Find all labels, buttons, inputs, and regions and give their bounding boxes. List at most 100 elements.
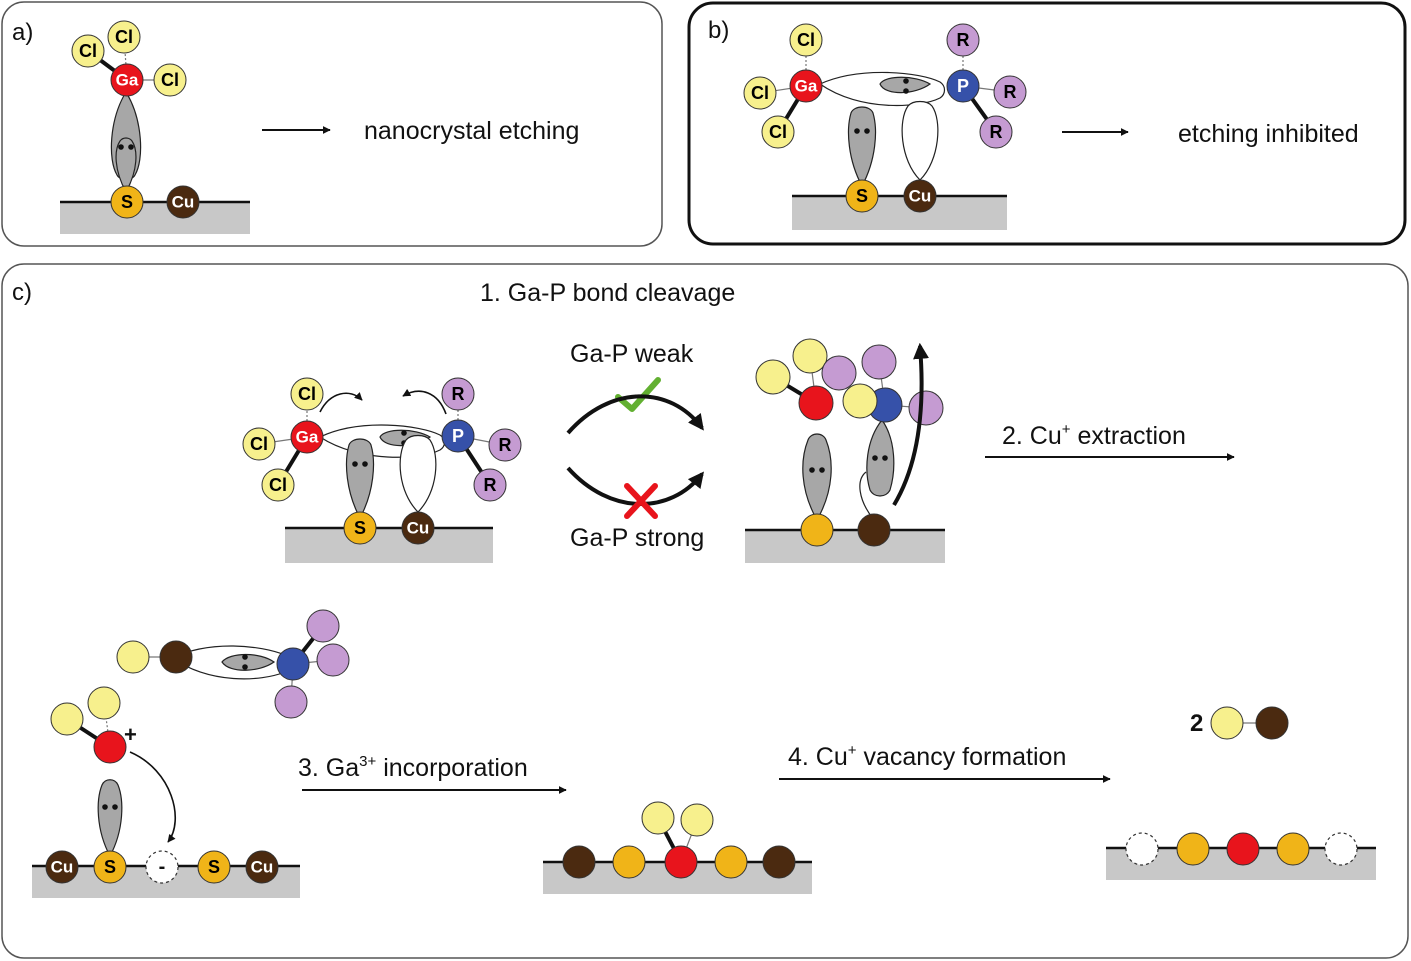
panel-c-tag: c) (12, 279, 32, 306)
svg-text:Cl: Cl (269, 475, 287, 495)
s-atom (1276, 832, 1310, 866)
p-atom (276, 647, 310, 681)
p-atom: P (441, 419, 475, 453)
plus-charge: + (124, 722, 137, 747)
svg-text:R: R (452, 384, 465, 404)
svg-text:Cu: Cu (51, 858, 74, 877)
svg-text:R: R (957, 30, 970, 50)
weak-path-arrow (566, 394, 704, 435)
svg-text:S: S (354, 518, 366, 538)
cu-atom (159, 640, 193, 674)
svg-text:Ga: Ga (795, 77, 818, 96)
lone-pair-dot (401, 430, 407, 436)
cl-atom: Cl (242, 427, 276, 461)
vacancy-site (145, 850, 179, 884)
svg-text:S: S (208, 857, 220, 877)
s-atom: S (93, 850, 127, 884)
step1-product-surface (745, 530, 945, 563)
r-atom: R (473, 468, 507, 502)
panel-b-frame (687, 1, 1407, 246)
s-atom: S (845, 179, 879, 213)
svg-text:Cl: Cl (115, 27, 133, 47)
svg-text:Cu: Cu (172, 193, 195, 212)
s-atom: S (197, 850, 231, 884)
panel-a-bond-dash (123, 36, 128, 81)
lone-pair-dot (242, 654, 248, 660)
panel-b-result: etching inhibited (1178, 120, 1359, 148)
panel-a-tag: a) (12, 19, 33, 46)
cl-atom: Cl (153, 63, 187, 97)
cl-atom: Cl (743, 76, 777, 110)
svg-text:Cl: Cl (250, 434, 268, 454)
cl-atom (842, 383, 878, 419)
panel-a-lone-pair-dot (118, 144, 124, 150)
panel-b-tag: b) (708, 17, 729, 44)
svg-text:R: R (499, 435, 512, 455)
svg-text:Cl: Cl (769, 122, 787, 142)
r-atom: R (979, 115, 1013, 149)
panel-a-frame (1, 1, 663, 247)
lone-pair-dot (809, 467, 815, 473)
cl-atom (680, 803, 714, 837)
step1-sulfur-lobe (345, 438, 375, 520)
svg-text:P: P (452, 426, 464, 446)
minus-charge: - (159, 856, 166, 878)
panel-a-lone-pair-lobe-lower (115, 137, 137, 194)
cu-atom: Cu (903, 179, 937, 213)
cl-atom: Cl (761, 115, 795, 149)
vacancy-site (1324, 832, 1358, 866)
lone-pair-dot (112, 804, 118, 810)
panel-b-sulfur-lobe (847, 106, 877, 188)
panel-b-surface (792, 196, 1007, 230)
cu-atom (762, 845, 796, 879)
svg-text:R: R (1004, 82, 1017, 102)
svg-text:S: S (104, 857, 116, 877)
panel-b-copper-lobe (901, 100, 939, 181)
cu-atom (857, 513, 891, 547)
cl-atom (50, 702, 84, 736)
product-lobe (802, 433, 832, 522)
svg-text:Cl: Cl (298, 384, 316, 404)
step-4-label: 4. Cu+ vacancy formation (788, 742, 1066, 771)
svg-text:Cl: Cl (79, 41, 97, 61)
r-atom (821, 355, 857, 391)
svg-text:S: S (121, 192, 133, 212)
panel-a-result: nanocrystal etching (364, 117, 579, 145)
panel-b-bridge-lobe (818, 71, 946, 107)
electron-push-arrow (402, 388, 447, 415)
s-atom (1176, 832, 1210, 866)
lone-pair-dot (882, 455, 888, 461)
lone-pair-dot (352, 461, 358, 467)
lone-pair-dot (242, 664, 248, 670)
ga-p-weak-label: Ga-P weak (570, 340, 694, 368)
product-lobe (866, 418, 895, 497)
svg-text:Ga: Ga (296, 428, 319, 447)
ga-atom (93, 730, 127, 764)
ga-atom (798, 385, 834, 421)
r-atom: R (946, 23, 980, 57)
s-atom (612, 845, 646, 879)
ga-atom: Ga (290, 420, 324, 454)
svg-text:S: S (856, 186, 868, 206)
ga-atom (1226, 832, 1260, 866)
r-atom (908, 390, 944, 426)
svg-text:R: R (484, 475, 497, 495)
cu-atom: Cu (401, 511, 435, 545)
s-atom: S (343, 511, 377, 545)
r-atom (316, 643, 350, 677)
r-atom: R (441, 377, 475, 411)
step-3-label: 3. Ga3+ incorporation (298, 753, 528, 782)
svg-text:Cl: Cl (797, 30, 815, 50)
step3-sulfur-lobe (97, 779, 123, 858)
panel-a-surface (60, 202, 250, 234)
ga-atom: Ga (789, 69, 823, 103)
s-atom (714, 845, 748, 879)
lone-pair-dot (864, 128, 870, 134)
svg-text:Cl: Cl (161, 70, 179, 90)
extracted-lone-pair-lobe (221, 653, 276, 671)
cu-atom: Cu (245, 850, 279, 884)
cl-atom: Cl (789, 23, 823, 57)
step-2-label: 2. Cu+ extraction (1002, 421, 1186, 450)
